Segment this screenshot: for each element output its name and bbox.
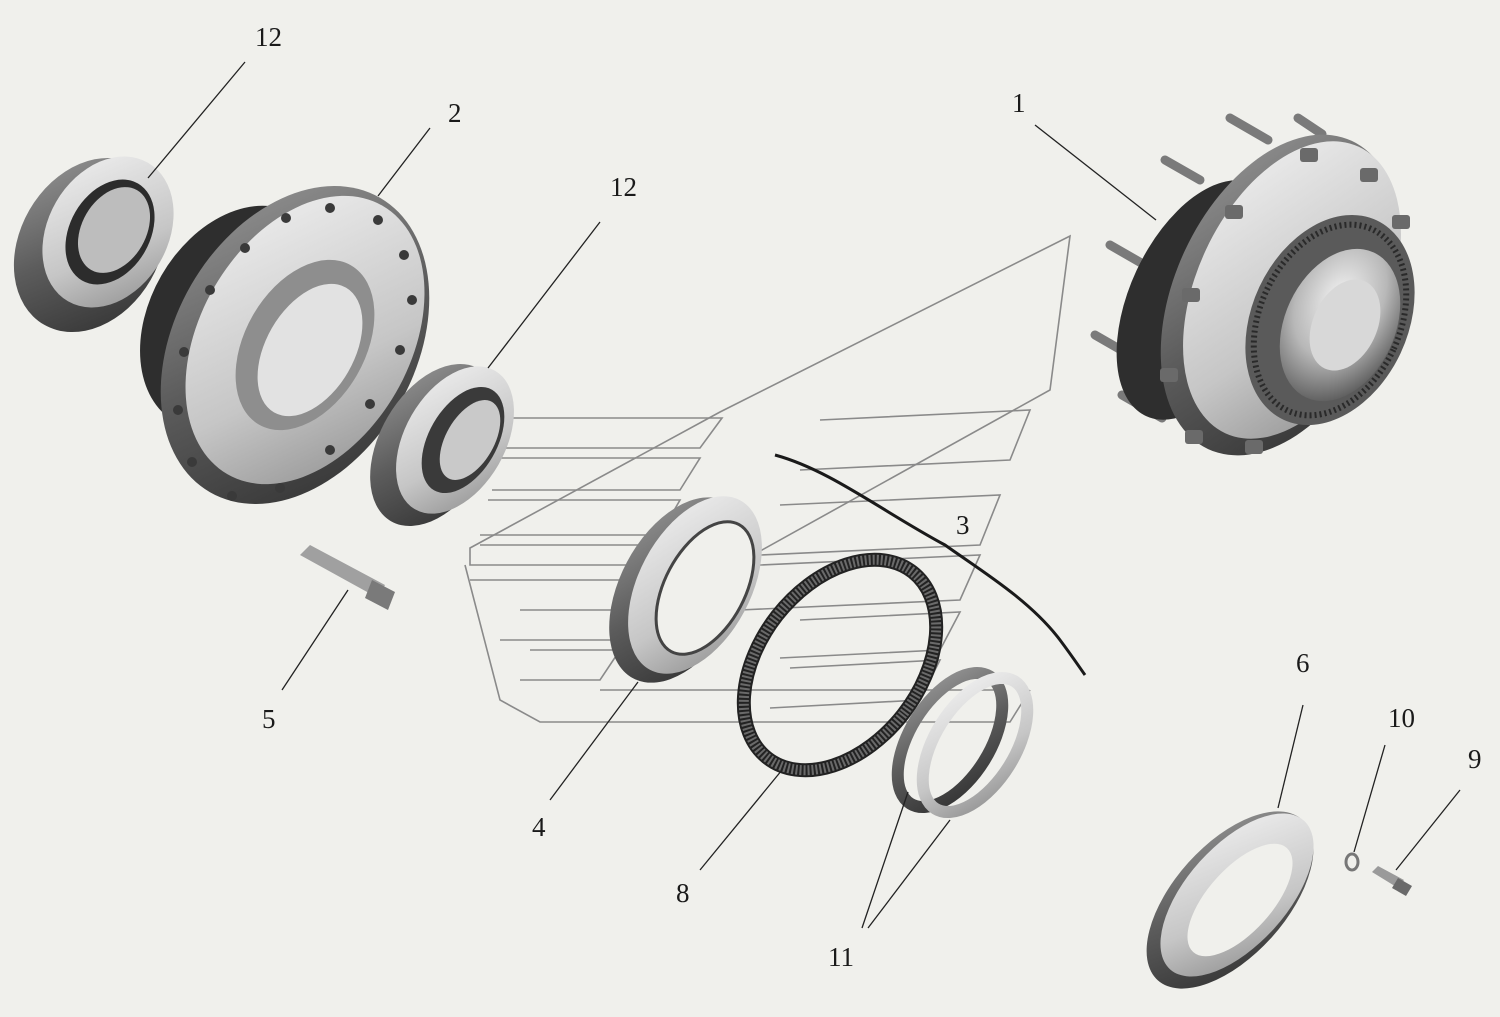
callout-2: 2 <box>448 98 462 128</box>
callout-labels: 12 2 12 1 3 5 4 8 11 6 10 9 <box>255 22 1482 972</box>
stud-5 <box>300 545 395 610</box>
sensor-wire-3 <box>774 453 1087 676</box>
callout-11: 11 <box>828 942 854 972</box>
bearing-12-top <box>13 156 174 333</box>
callout-9: 9 <box>1468 744 1482 774</box>
callout-12-top: 12 <box>255 22 282 52</box>
callout-6: 6 <box>1296 648 1310 678</box>
callout-10: 10 <box>1388 703 1415 733</box>
rings-11 <box>891 666 1034 819</box>
hub-assembly-1 <box>1090 113 1415 456</box>
callout-1: 1 <box>1012 88 1026 118</box>
hub-flange-2 <box>140 186 430 504</box>
callout-8: 8 <box>676 878 690 908</box>
callout-4: 4 <box>532 812 546 842</box>
leader-lines <box>147 61 1461 929</box>
washer-10 <box>1344 852 1360 872</box>
toothed-ring-8 <box>736 552 944 778</box>
cover-plate-6 <box>1146 811 1314 989</box>
callout-12-middle: 12 <box>610 172 637 202</box>
bolt-9 <box>1372 866 1412 896</box>
watermark-logo <box>464 234 1071 723</box>
callout-3: 3 <box>956 510 970 540</box>
callout-5: 5 <box>262 704 276 734</box>
bearing-12-middle <box>370 363 514 527</box>
seal-housing-4 <box>609 496 762 683</box>
